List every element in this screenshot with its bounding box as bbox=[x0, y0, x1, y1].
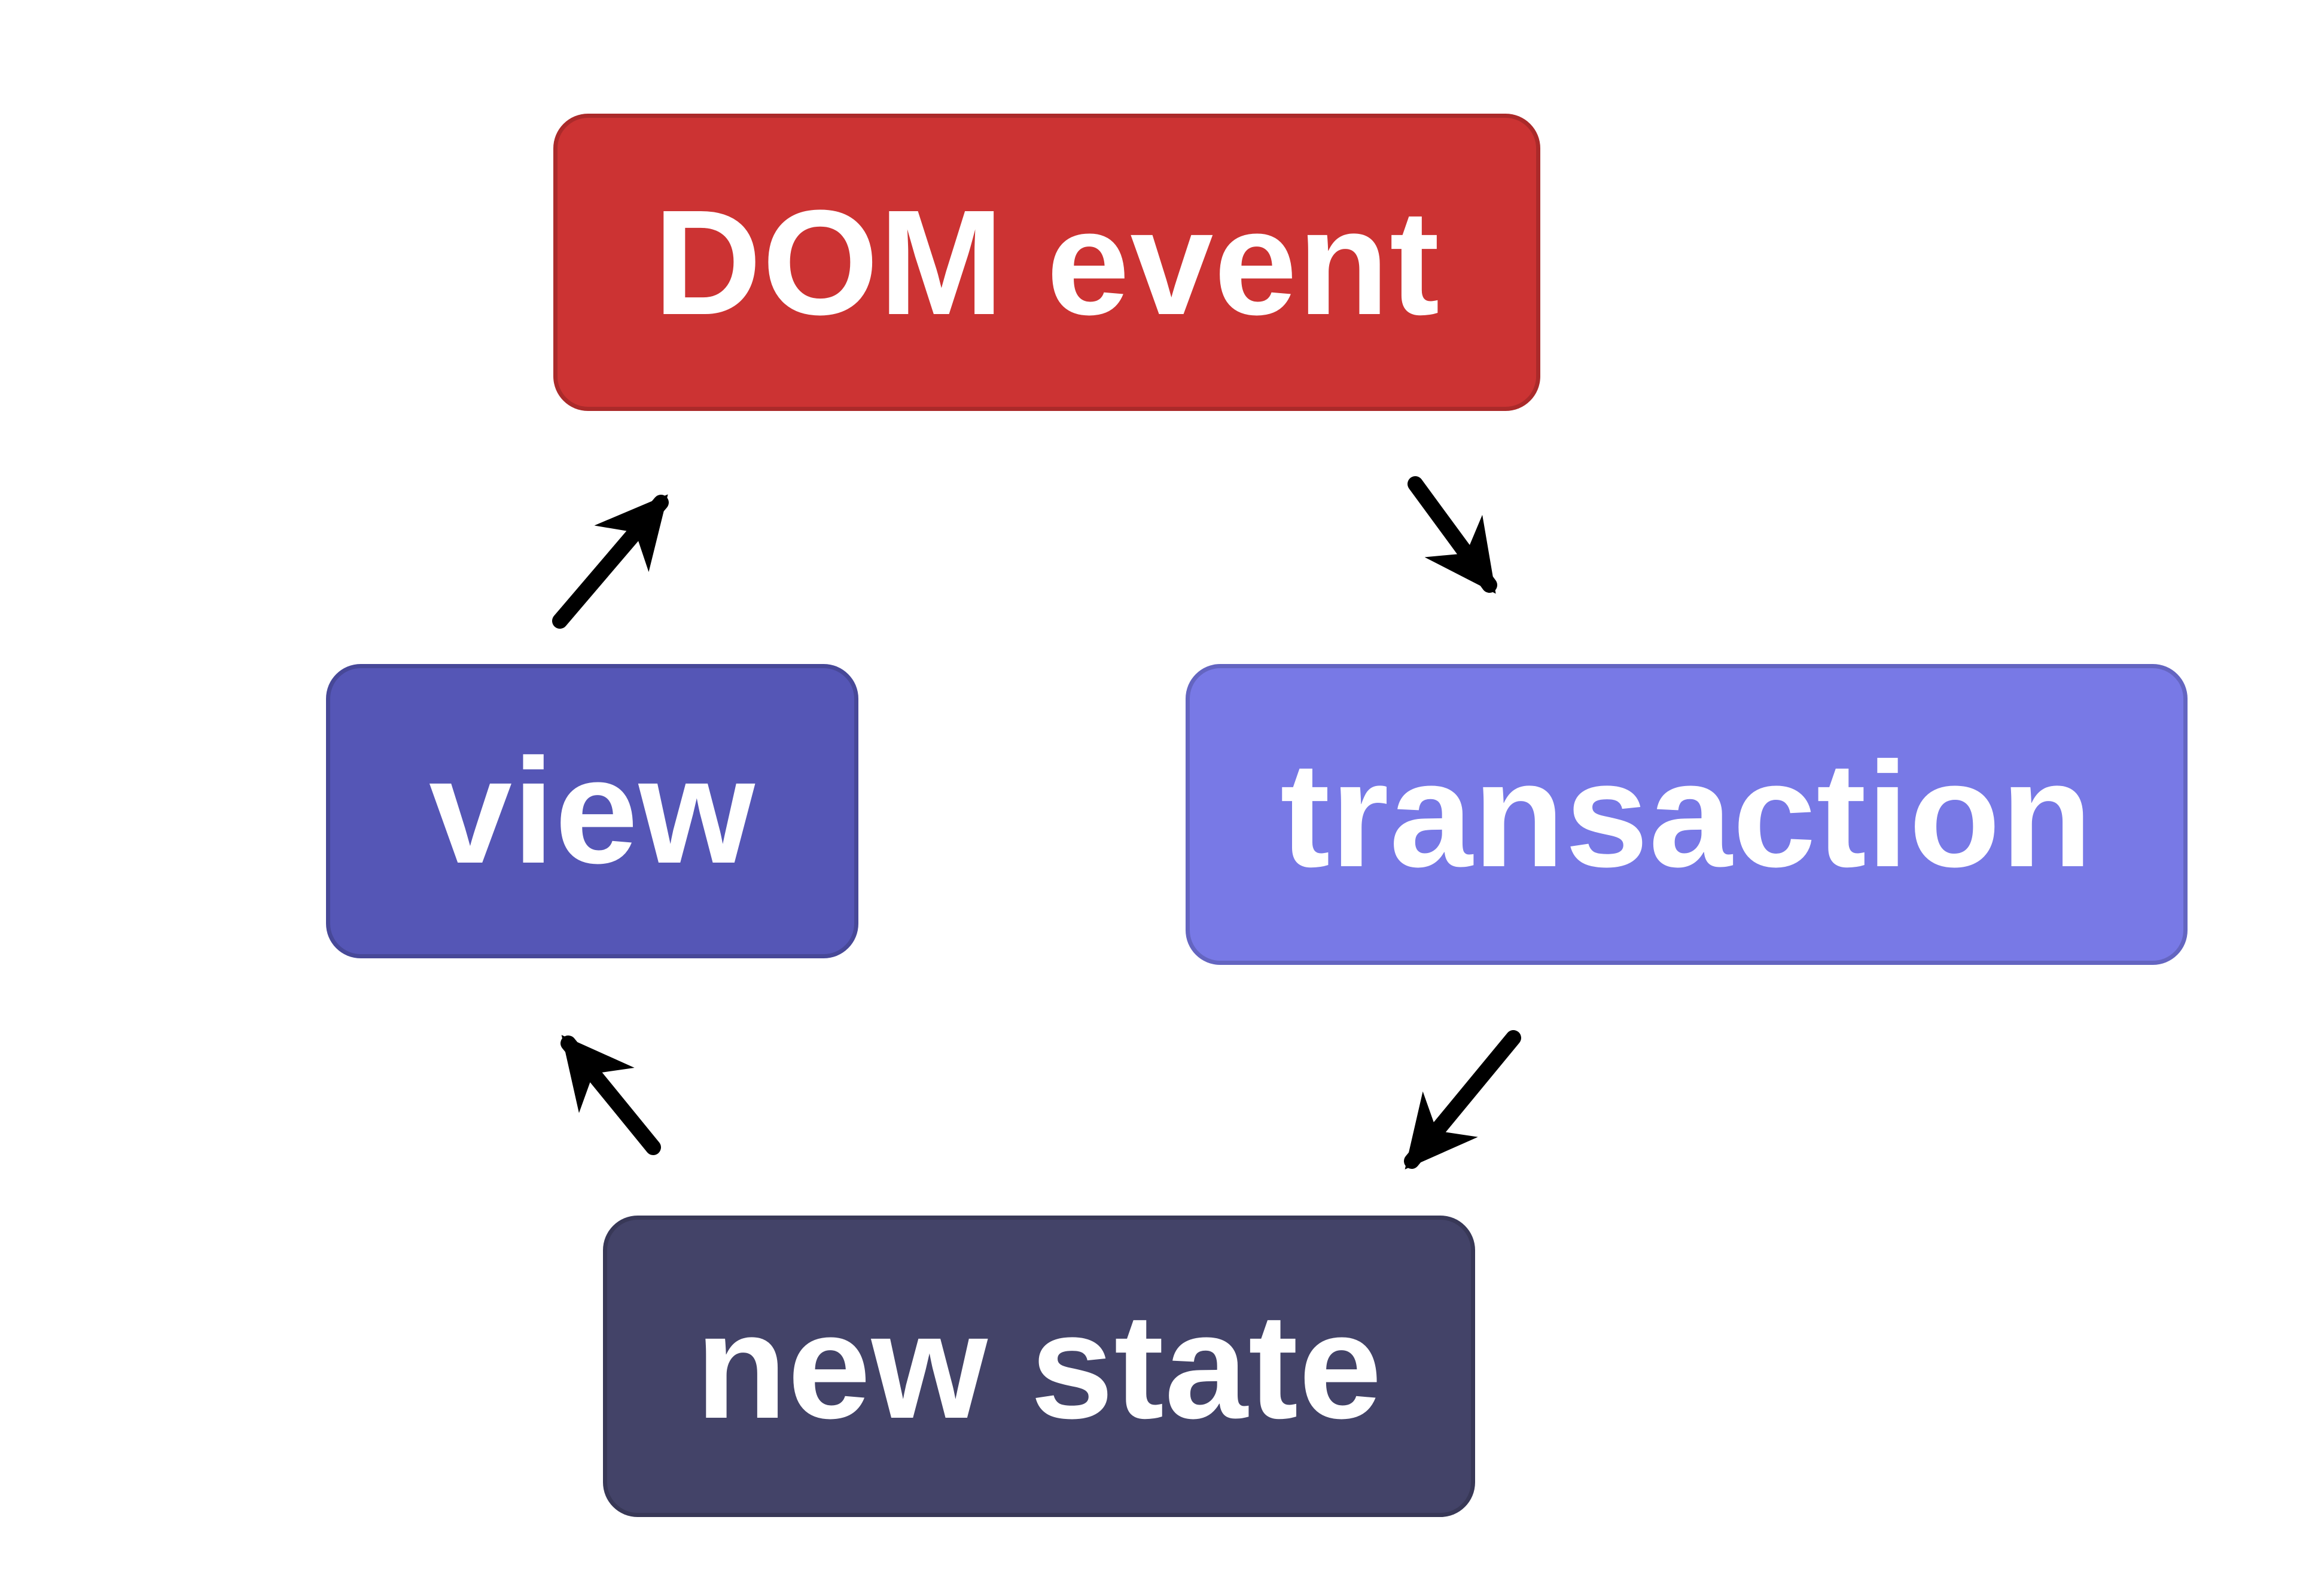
node-dom-event-label: DOM event bbox=[653, 178, 1440, 346]
node-view: view bbox=[326, 664, 858, 958]
arrow-new-state-to-view bbox=[560, 1035, 661, 1155]
node-new-state: new state bbox=[603, 1216, 1475, 1517]
node-view-label: view bbox=[429, 727, 755, 894]
arrow-view-to-dom-event bbox=[552, 494, 669, 629]
node-transaction: transaction bbox=[1186, 664, 2188, 965]
arrow-transaction-to-new-state bbox=[1404, 1030, 1521, 1169]
arrow-dom-event-to-transaction bbox=[1408, 476, 1497, 594]
node-transaction-label: transaction bbox=[1280, 730, 2093, 898]
node-new-state-label: new state bbox=[695, 1283, 1383, 1449]
node-dom-event: DOM event bbox=[553, 114, 1540, 411]
